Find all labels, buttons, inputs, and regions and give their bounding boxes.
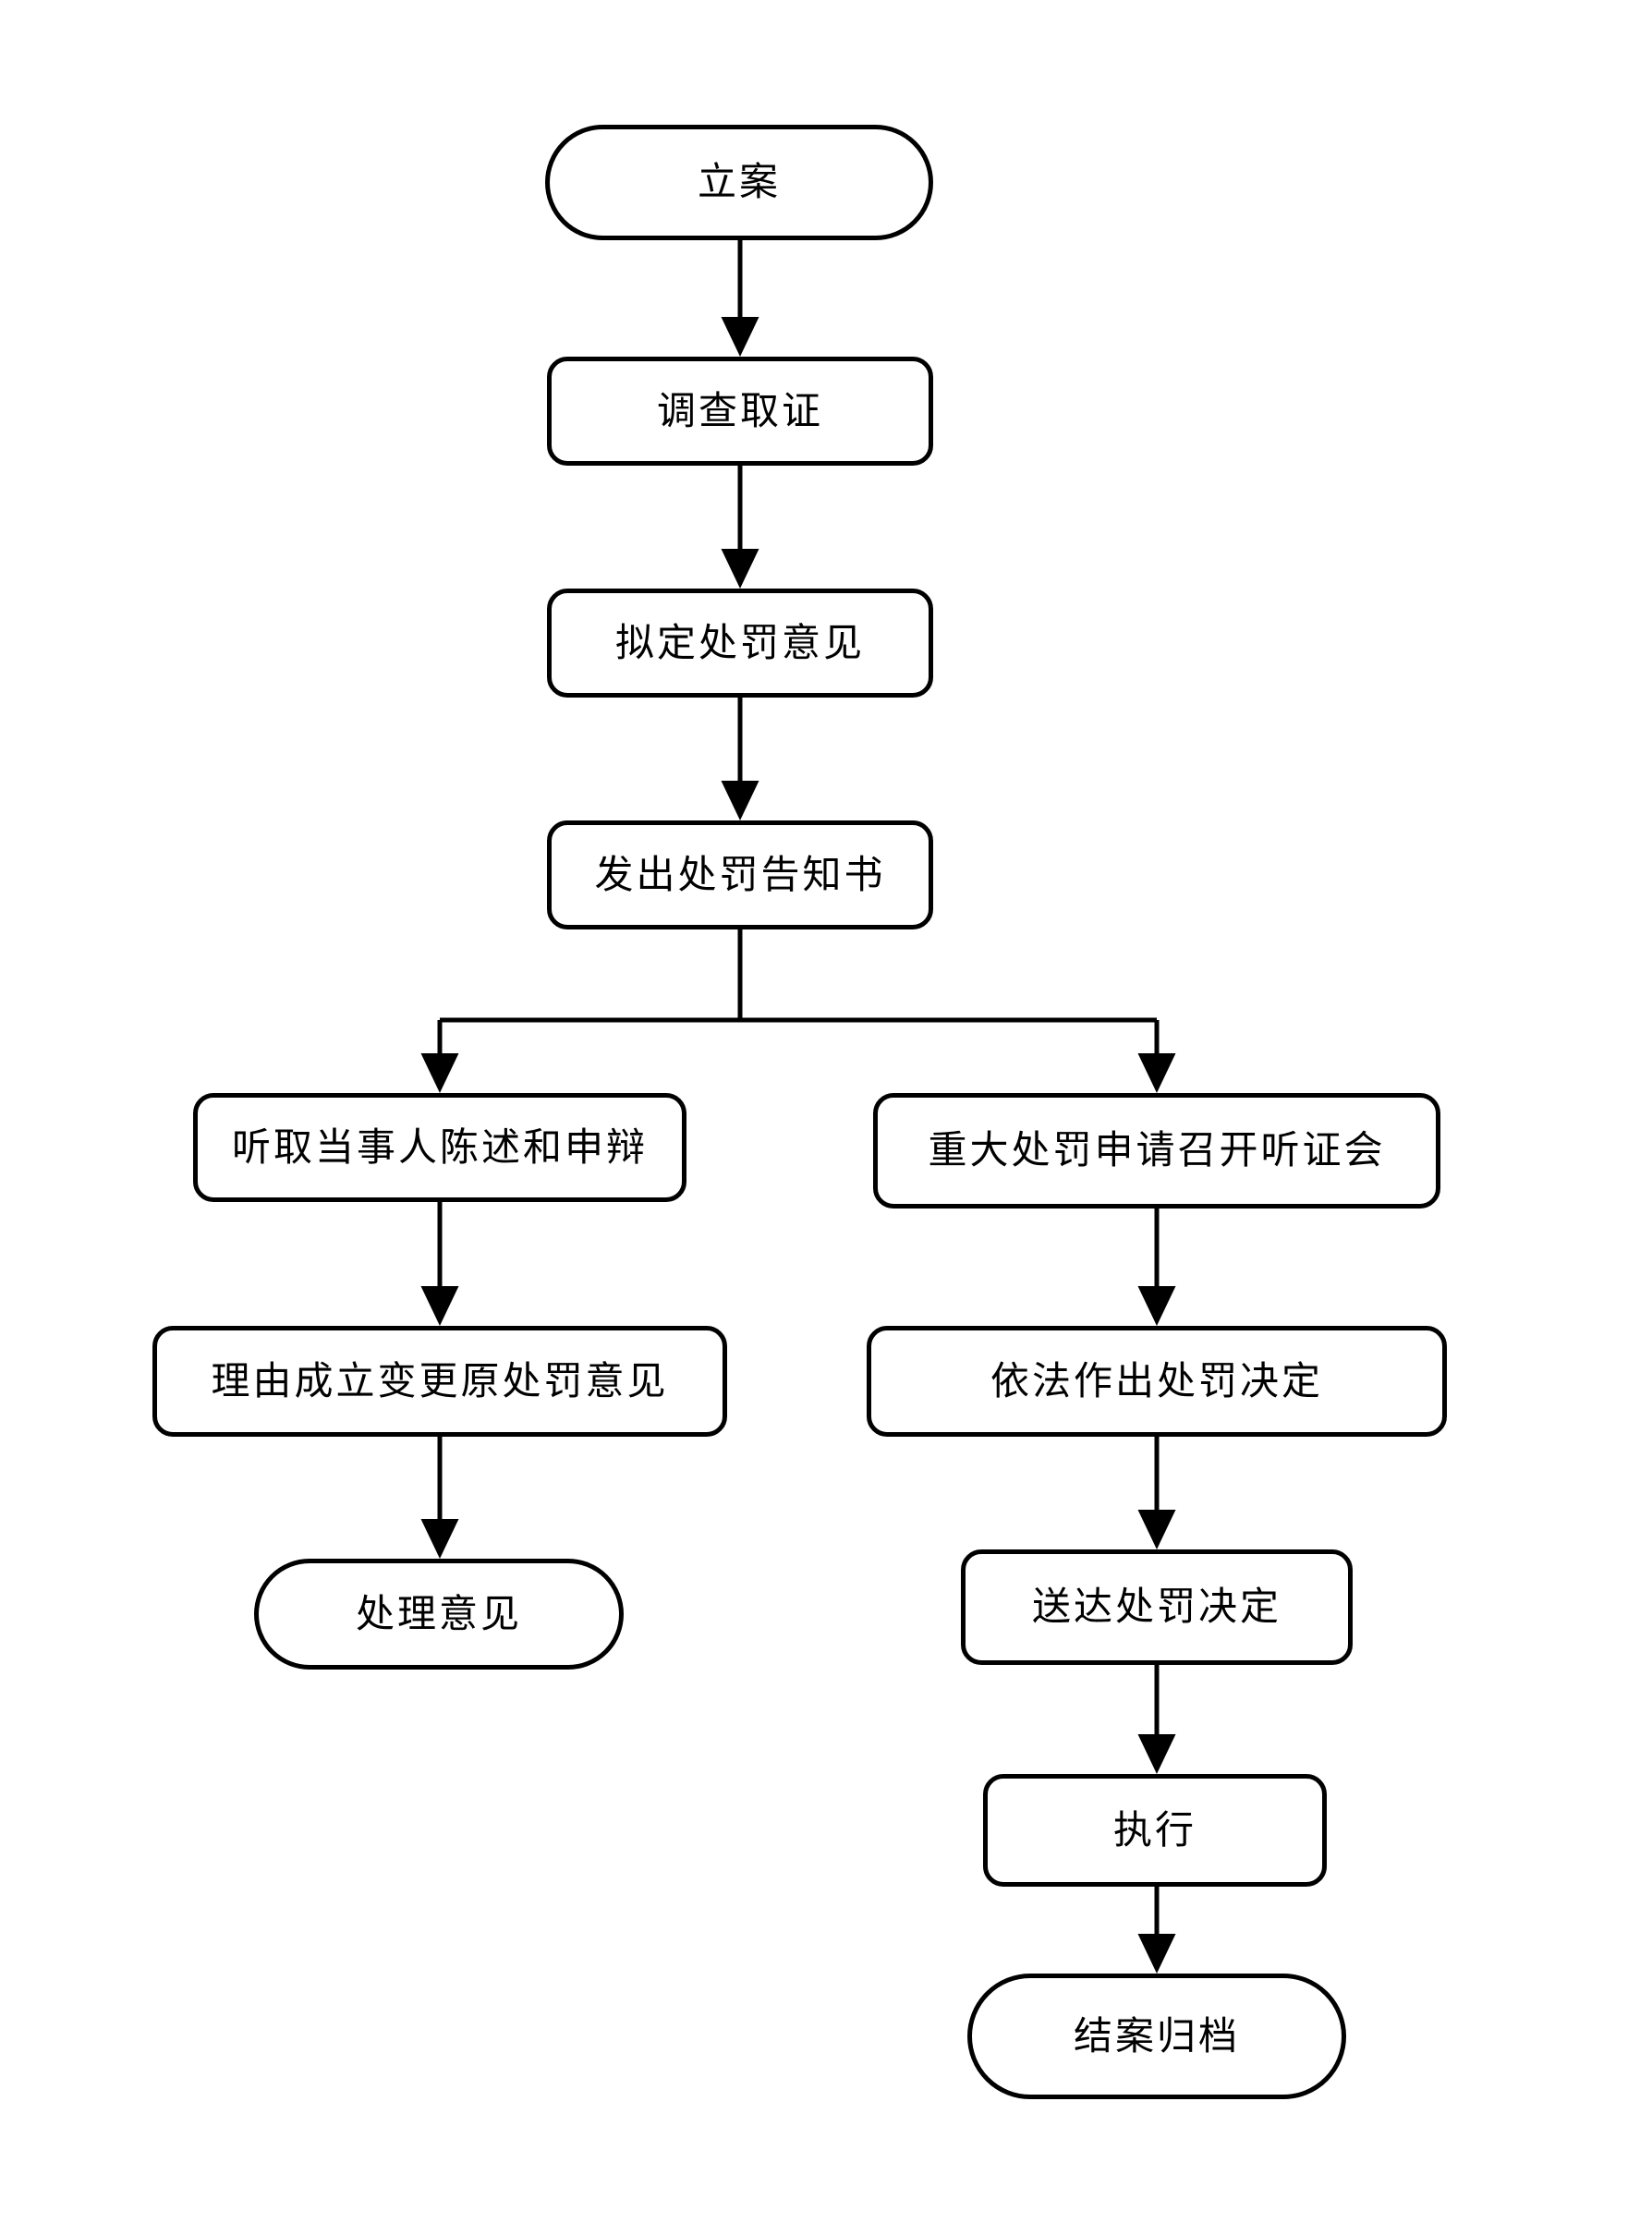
node-label: 依法作出处罚决定 xyxy=(990,1357,1323,1403)
node-issue-penalty-notice[interactable]: 发出处罚告知书 xyxy=(547,820,933,929)
node-investigation-evidence[interactable]: 调查取证 xyxy=(547,357,933,466)
node-label: 发出处罚告知书 xyxy=(594,851,886,897)
node-handling-opinion[interactable]: 处理意见 xyxy=(254,1559,624,1670)
node-reason-valid-amend-opinion[interactable]: 理由成立变更原处罚意见 xyxy=(152,1326,727,1437)
node-label: 立案 xyxy=(697,159,781,205)
node-case-closed-archived[interactable]: 结案归档 xyxy=(967,1974,1346,2099)
node-label: 结案归档 xyxy=(1073,2012,1240,2059)
node-major-penalty-hearing-request[interactable]: 重大处罚申请召开听证会 xyxy=(873,1093,1440,1209)
node-label: 重大处罚申请召开听证会 xyxy=(928,1127,1386,1173)
node-label: 处理意见 xyxy=(355,1590,522,1636)
node-label: 拟定处罚意见 xyxy=(614,619,865,665)
node-case-filing[interactable]: 立案 xyxy=(545,125,933,240)
node-serve-penalty-decision[interactable]: 送达处罚决定 xyxy=(961,1549,1353,1665)
node-hear-party-statement[interactable]: 听取当事人陈述和申辩 xyxy=(193,1093,686,1202)
node-label: 理由成立变更原处罚意见 xyxy=(211,1357,669,1403)
node-label: 调查取证 xyxy=(656,387,823,433)
node-label: 听取当事人陈述和申辩 xyxy=(231,1124,648,1170)
node-lawful-penalty-decision[interactable]: 依法作出处罚决定 xyxy=(867,1326,1447,1437)
node-label: 送达处罚决定 xyxy=(1031,1584,1282,1630)
node-execution[interactable]: 执行 xyxy=(983,1774,1327,1887)
node-label: 执行 xyxy=(1112,1806,1196,1852)
node-draft-penalty-opinion[interactable]: 拟定处罚意见 xyxy=(547,589,933,698)
